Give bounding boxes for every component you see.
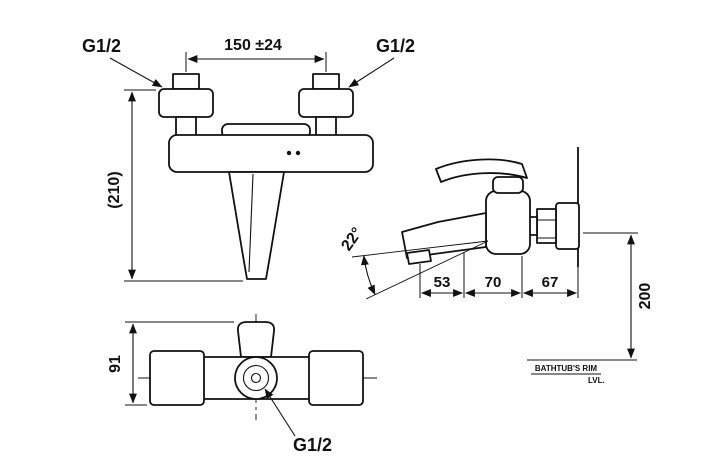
front-view: 150 ±24 G1/2 G1/2 (210) bbox=[82, 36, 415, 282]
dim-label-91: 91 bbox=[107, 355, 124, 373]
inlet-shaft-left bbox=[175, 116, 197, 137]
top-view: 91 G1/2 bbox=[107, 314, 380, 455]
end-block-left bbox=[149, 350, 205, 406]
g12-leader-left bbox=[109, 57, 163, 88]
end-block-right bbox=[308, 350, 364, 406]
inlet-thread-right bbox=[312, 73, 340, 90]
dim-label-width: 150 ±24 bbox=[224, 37, 282, 54]
outlet-circle-inner bbox=[250, 372, 262, 384]
logo-dot-left bbox=[286, 150, 292, 156]
outlet-circle-outer bbox=[234, 356, 278, 400]
inlet-shaft-right bbox=[315, 116, 337, 137]
valve-bonnet-side bbox=[492, 176, 524, 194]
spout-front-edge-line bbox=[248, 173, 254, 273]
g12-label-bottom: G1/2 bbox=[293, 435, 332, 455]
angle-arc bbox=[360, 255, 376, 296]
dim-label-200: 200 bbox=[637, 283, 654, 310]
outlet-circle-mid bbox=[242, 364, 270, 392]
g12-label-right: G1/2 bbox=[376, 36, 415, 56]
mixer-body-front bbox=[168, 134, 374, 173]
g12-leader-bottom bbox=[264, 388, 296, 437]
g12-label-left: G1/2 bbox=[82, 36, 121, 56]
rim-level-label: LVL. bbox=[588, 376, 605, 385]
dim-label-70: 70 bbox=[485, 274, 502, 291]
mixer-body-side bbox=[485, 190, 531, 255]
g12-leader-right bbox=[348, 57, 395, 88]
inlet-escutcheon-left bbox=[158, 88, 214, 118]
dim-label-height-front: (210) bbox=[106, 171, 123, 208]
spout-aerator-side bbox=[406, 249, 432, 265]
rim-label: BATHTUB'S RIM bbox=[535, 364, 598, 373]
angle-ref-line-lower bbox=[365, 240, 489, 300]
angle-ref-line-upper bbox=[351, 240, 489, 258]
spout-front bbox=[228, 171, 285, 280]
angle-label: 22° bbox=[338, 225, 366, 255]
dim-label-67: 67 bbox=[542, 274, 559, 291]
inlet-thread-left bbox=[172, 73, 200, 90]
handle-lever-side bbox=[435, 158, 528, 183]
logo-dot-right bbox=[295, 150, 301, 156]
wall-escutcheon-side bbox=[555, 202, 580, 250]
handle-top-view bbox=[237, 321, 275, 358]
side-view: 22° 53 70 67 200 BATHTUB'S RIM LVL. bbox=[338, 147, 654, 385]
dim-label-53: 53 bbox=[434, 274, 451, 291]
inlet-escutcheon-right bbox=[298, 88, 354, 118]
